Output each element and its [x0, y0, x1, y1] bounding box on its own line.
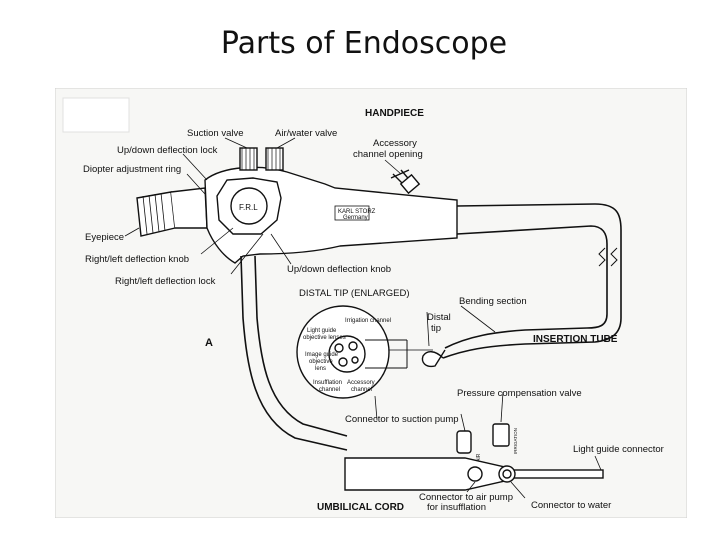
tip-label-image-guide-3: lens	[315, 366, 326, 372]
label-diopter-adjustment-ring: Diopter adjustment ring	[83, 164, 181, 175]
label-accessory-channel-opening-2: channel opening	[353, 149, 423, 160]
label-distal-tip-2: tip	[431, 323, 441, 334]
label-air-water-valve: Air/water valve	[275, 128, 337, 139]
insertion-tube-lower	[444, 225, 608, 349]
water-connector	[498, 465, 516, 483]
label-connector-to-air-pump-2: for insufflation	[427, 502, 486, 513]
air-water-valve-shape	[265, 147, 284, 171]
air-connector	[467, 466, 483, 482]
distal-tip-enlarged-header: DISTAL TIP (ENLARGED)	[299, 288, 410, 299]
diopter-ring-grip	[142, 192, 166, 235]
label-connector-to-air-pump-1: Connector to air pump	[419, 492, 513, 503]
connector-mark-air: AIR	[476, 453, 482, 462]
umbilical-cord-header: UMBILICAL CORD	[317, 502, 404, 513]
endoscope-diagram: HANDPIECE DISTAL TIP (ENLARGED) INSERTIO…	[54, 87, 688, 519]
tip-label-image-guide-1: Image guide	[305, 352, 339, 358]
umbilical-cord-upper	[240, 255, 348, 451]
suction-connector	[456, 430, 472, 454]
tip-label-light-guide-1: Light guide	[307, 328, 337, 334]
pressure-compensation-valve-shape	[492, 423, 510, 447]
scan-background	[54, 87, 688, 519]
label-connector-to-suction-pump: Connector to suction pump	[345, 414, 459, 425]
label-right-left-deflection-lock: Right/left deflection lock	[115, 276, 216, 287]
tip-label-accessory-1: Accessory	[347, 380, 375, 386]
label-distal-tip-1: Distal	[427, 312, 451, 323]
label-accessory-channel-opening-1: Accessory	[373, 138, 417, 149]
insertion-tube-upper	[442, 203, 622, 359]
label-up-down-deflection-lock: Up/down deflection lock	[117, 145, 218, 156]
knob-hub	[230, 187, 268, 225]
suction-valve-shape	[239, 147, 258, 171]
tip-label-image-guide-2: objective	[309, 359, 333, 365]
label-right-left-deflection-knob: Right/left deflection knob	[85, 254, 189, 265]
handpiece-header: HANDPIECE	[365, 108, 424, 119]
knob-text: F.R.L	[239, 203, 258, 212]
label-light-guide-connector: Light guide connector	[573, 444, 664, 455]
label-eyepiece: Eyepiece	[85, 232, 124, 243]
endoscope-diagram-svg: HANDPIECE DISTAL TIP (ENLARGED) INSERTIO…	[54, 87, 688, 519]
insertion-tube-header: INSERTION TUBE	[533, 334, 618, 345]
tip-label-light-guide-2: objective lenses	[303, 335, 346, 341]
label-bending-section: Bending section	[459, 296, 527, 307]
label-suction-valve: Suction valve	[187, 128, 244, 139]
brand-line1: KARL STORZ	[338, 209, 376, 215]
label-up-down-deflection-knob: Up/down deflection knob	[287, 264, 391, 275]
tube-break-marks	[598, 247, 618, 267]
label-connector-to-water: Connector to water	[531, 500, 611, 511]
eyepiece-shape	[136, 191, 176, 237]
light-guide-connector-body	[344, 457, 510, 491]
leader-lines	[124, 137, 602, 499]
distal-tip-shape	[421, 349, 446, 368]
connector-mark-water: IRRIGATION	[513, 428, 518, 454]
brand-line2: Germany	[343, 215, 368, 221]
diopter-adjustment-ring	[170, 187, 208, 229]
light-guide-probe	[508, 469, 604, 479]
figure-letter: A	[205, 337, 213, 349]
slide-title: Parts of Endoscope	[220, 26, 508, 61]
tip-label-accessory-2: channel	[351, 387, 372, 393]
tip-label-insufflation-2: channel	[319, 387, 340, 393]
tip-label-insufflation-1: Insufflation	[313, 380, 342, 386]
label-pressure-compensation-valve: Pressure compensation valve	[457, 388, 582, 399]
umbilical-cord-lower	[254, 255, 348, 437]
brand-plate	[334, 205, 370, 221]
scan-blank-patch	[62, 97, 130, 133]
tip-label-irrigation-channel: Irrigation channel	[345, 318, 391, 324]
